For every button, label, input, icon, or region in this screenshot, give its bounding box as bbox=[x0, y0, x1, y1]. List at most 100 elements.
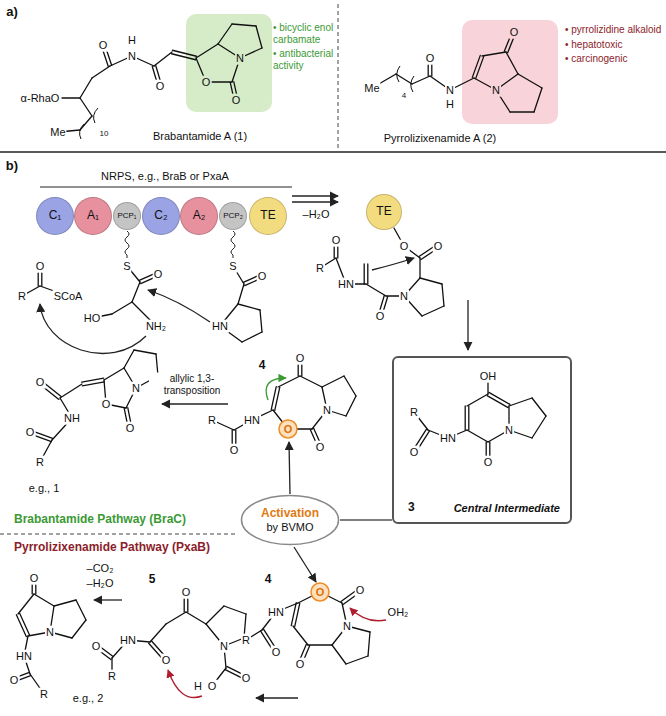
atom-label: O bbox=[207, 680, 218, 693]
atom-label: R bbox=[107, 670, 117, 683]
tether-line bbox=[231, 231, 235, 258]
bond-line bbox=[442, 284, 444, 306]
atom-label: O bbox=[229, 444, 240, 457]
atom-label: O bbox=[257, 270, 268, 283]
atom-label: R bbox=[207, 414, 217, 427]
atom-label: N bbox=[504, 424, 514, 437]
curved-arrow bbox=[148, 290, 210, 322]
inserted-oxygen-mark bbox=[279, 420, 297, 438]
compound-number: 5 bbox=[148, 573, 157, 587]
atom-label: α-RhaO bbox=[20, 92, 61, 105]
atom-label: O bbox=[181, 586, 192, 599]
atom-label: N bbox=[322, 404, 332, 417]
motif-highlight bbox=[186, 14, 272, 112]
bond-line bbox=[172, 50, 197, 59]
bond-line bbox=[60, 384, 82, 398]
adenylation-domain: A₁ bbox=[74, 197, 112, 235]
bond-line bbox=[368, 632, 370, 656]
connector bbox=[340, 519, 392, 521]
thioesterase-domain: TE bbox=[366, 194, 402, 230]
atom-label: 10 bbox=[99, 129, 110, 138]
panel-letter: b) bbox=[5, 159, 19, 174]
activation-ellipse: Activationby BVMO bbox=[240, 494, 340, 546]
condensation-domain: C₁ bbox=[36, 197, 74, 235]
bond-line bbox=[472, 55, 483, 78]
atom-label: N bbox=[127, 50, 137, 63]
atom-label: NH₂ bbox=[145, 320, 167, 333]
atom-label: N bbox=[45, 626, 55, 639]
atom-label: O bbox=[295, 352, 306, 365]
bond-line bbox=[154, 52, 172, 66]
bond-line bbox=[238, 304, 260, 310]
reaction-arrow bbox=[256, 697, 298, 698]
bond-line bbox=[322, 376, 344, 387]
bond-line bbox=[364, 264, 368, 284]
bond-line bbox=[293, 626, 308, 645]
atom-label: HO bbox=[83, 312, 102, 325]
bond-line bbox=[80, 98, 92, 116]
bond-line bbox=[18, 594, 34, 614]
bond-line bbox=[72, 620, 86, 638]
atom-label: O bbox=[399, 240, 410, 253]
bond-line bbox=[82, 378, 105, 386]
atom-label: N bbox=[235, 52, 245, 65]
tether-line bbox=[125, 231, 129, 258]
atom-label: O bbox=[241, 672, 252, 685]
atom-label: O bbox=[155, 80, 166, 93]
reaction-arrow bbox=[162, 403, 228, 404]
bond-line bbox=[256, 26, 262, 48]
bond-line bbox=[232, 24, 256, 26]
motif-highlight bbox=[462, 20, 558, 124]
condensation-domain: C₂ bbox=[142, 197, 180, 235]
atom-label: OH bbox=[479, 370, 498, 383]
bond-line bbox=[420, 278, 442, 284]
domain-label: PCP₂ bbox=[223, 212, 243, 221]
atom-label: N bbox=[342, 620, 352, 633]
atom-label: O bbox=[509, 26, 520, 39]
bond-line bbox=[196, 44, 218, 58]
module-underline bbox=[40, 187, 292, 188]
atom-label: R bbox=[35, 456, 45, 469]
bond-line bbox=[112, 302, 132, 314]
atom-label: O bbox=[409, 446, 420, 459]
compound-name: e.g., 2 bbox=[72, 692, 105, 705]
bond-line bbox=[482, 52, 506, 56]
carrier-protein-domain: PCP₂ bbox=[219, 202, 247, 230]
activation-label: Activation bbox=[261, 507, 319, 520]
atom-label: N bbox=[219, 640, 229, 653]
bond-line bbox=[465, 406, 469, 430]
atom-label: NH bbox=[63, 412, 81, 425]
atom-label: O bbox=[355, 584, 366, 597]
bond-line bbox=[80, 78, 92, 98]
bond-line bbox=[332, 645, 346, 664]
bond-line bbox=[34, 594, 54, 606]
atom-label: O bbox=[331, 234, 342, 247]
domain-label: A₂ bbox=[193, 209, 206, 222]
atom-label: O bbox=[35, 376, 46, 389]
bond-line bbox=[166, 612, 186, 624]
domain-label: PCP₁ bbox=[117, 212, 136, 221]
atom-label: O bbox=[425, 52, 436, 65]
bond-line bbox=[532, 398, 546, 416]
reaction-arrow bbox=[292, 195, 338, 196]
curved-arrow bbox=[168, 670, 202, 698]
atom-label: HN bbox=[267, 606, 285, 619]
bond-line bbox=[422, 306, 444, 316]
bond-line bbox=[510, 111, 534, 112]
atom-label: N bbox=[491, 84, 501, 97]
curved-arrow bbox=[40, 304, 146, 353]
bond-line bbox=[134, 350, 156, 354]
pathway-title: Brabantamide Pathway (BraC) bbox=[13, 513, 187, 527]
reaction-condition: –H₂O bbox=[86, 577, 115, 590]
bond-line bbox=[76, 600, 86, 620]
atom-label: R bbox=[409, 406, 419, 419]
bond-line bbox=[260, 310, 262, 332]
atom-label: R bbox=[39, 688, 49, 701]
atom-label: O bbox=[315, 586, 326, 599]
atom-label: R bbox=[315, 262, 325, 275]
pathway-divider bbox=[0, 534, 236, 535]
bond-group bbox=[13, 24, 546, 694]
thioesterase-domain: TE bbox=[249, 197, 287, 235]
bond-line bbox=[467, 430, 488, 442]
